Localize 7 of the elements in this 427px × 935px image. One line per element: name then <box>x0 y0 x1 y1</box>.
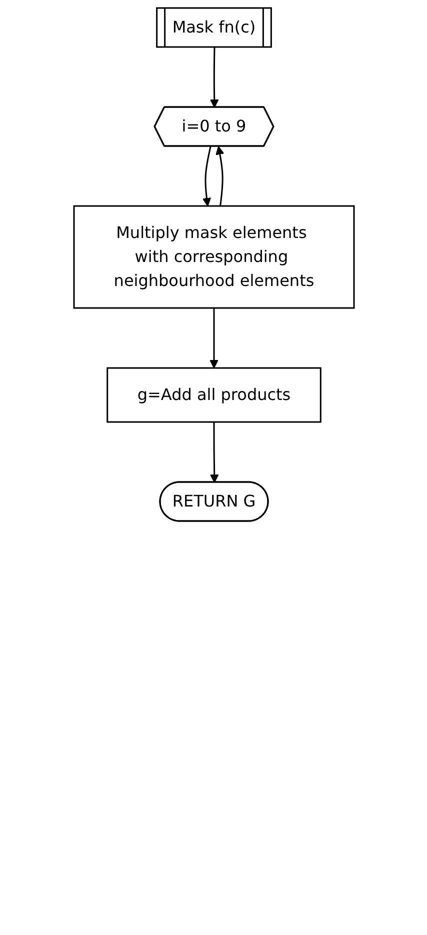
arrow <box>209 308 218 368</box>
node-box: g=Add all products <box>106 367 321 423</box>
arrow <box>209 47 218 108</box>
arrow <box>215 146 224 206</box>
arrow <box>209 422 218 483</box>
arrow <box>202 146 211 206</box>
node-box: Multiply mask elements with corresponding neighbourhood elements <box>72 205 354 309</box>
